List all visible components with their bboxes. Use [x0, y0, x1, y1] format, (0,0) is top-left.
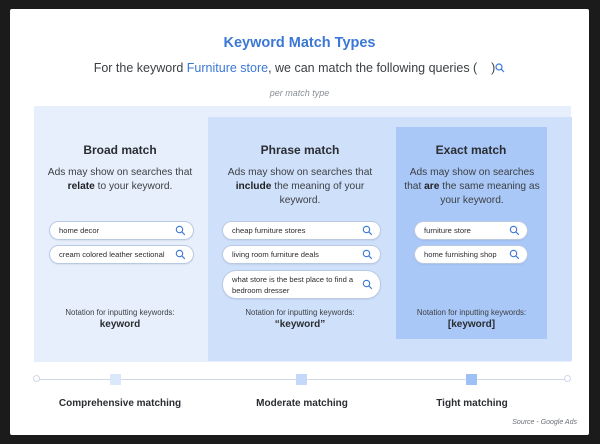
scale-marker-tight [466, 374, 477, 385]
query-text: cheap furniture stores [232, 226, 306, 235]
scale-marker-moderate [296, 374, 307, 385]
broad-match-heading: Broad match [83, 143, 157, 157]
query-pill: cream colored leather sectional [50, 246, 193, 263]
query-pill: cheap furniture stores [223, 222, 380, 239]
desc-text: Ads may show on searches that [404, 167, 535, 192]
desc-emphasis: are [424, 181, 440, 192]
broad-match-description: Ads may show on searches that relate to … [44, 166, 196, 194]
subtitle-suffix: , we can match the following queries ( [268, 61, 478, 75]
query-pill: home furnishing shop [415, 246, 527, 263]
search-icon [362, 225, 373, 236]
exact-match-description: Ads may show on searches that are the sa… [402, 166, 542, 208]
desc-text: the same meaning as your keyword. [440, 181, 540, 206]
desc-emphasis: include [235, 181, 272, 192]
source-caption: Source - Google Ads [512, 419, 577, 426]
query-pill: home decor [50, 222, 193, 239]
search-icon [509, 225, 520, 236]
query-text: home decor [59, 226, 100, 235]
query-text: furniture store [424, 226, 471, 235]
phrase-match-heading: Phrase match [260, 143, 340, 157]
notation-value: keyword [99, 319, 141, 330]
scale-label-tight: Tight matching [436, 398, 508, 409]
query-text: living room furniture deals [232, 250, 319, 259]
search-icon [362, 249, 373, 260]
notation-label: Notation for inputting keywords: [416, 308, 527, 317]
notation-value: “keyword” [274, 319, 326, 330]
scale-start-dot [33, 375, 40, 382]
query-text: cream colored leather sectional [59, 250, 165, 259]
query-pill: furniture store [415, 222, 527, 239]
keyword-text: Furniture store [186, 61, 269, 75]
scale-label-comprehensive: Comprehensive matching [58, 398, 182, 409]
scale-end-dot [564, 375, 571, 382]
subtitle-prefix: For the keyword [93, 61, 184, 75]
query-text: home furnishing shop [424, 250, 497, 259]
exact-match-heading: Exact match [435, 143, 507, 157]
search-icon [495, 62, 505, 73]
desc-text: to your keyword. [97, 181, 173, 192]
search-icon [509, 249, 520, 260]
search-icon [175, 249, 186, 260]
subtitle-close: ) [491, 61, 496, 75]
desc-text: the meaning of your keyword. [274, 181, 365, 206]
per-match-caption: per match type [269, 88, 330, 98]
search-icon [362, 279, 373, 290]
subtitle: For the keyword Furniture store, we can … [10, 61, 589, 75]
infographic-card: Keyword Match Types For the keyword Furn… [10, 9, 589, 435]
notation-label: Notation for inputting keywords: [245, 308, 355, 317]
desc-emphasis: relate [67, 181, 95, 192]
scale-label-moderate: Moderate matching [256, 398, 348, 409]
page-title: Keyword Match Types [223, 35, 376, 51]
query-pill: living room furniture deals [223, 246, 380, 263]
search-icon [175, 225, 186, 236]
desc-text: Ads may show on searches that [227, 167, 373, 178]
phrase-match-description: Ads may show on searches that include th… [226, 166, 374, 208]
notation-label: Notation for inputting keywords: [65, 308, 175, 317]
query-pill: what store is the best place to find a b… [223, 271, 380, 298]
desc-text: Ads may show on searches that [47, 167, 193, 178]
scale-marker-comprehensive [110, 374, 121, 385]
notation-value: [keyword] [447, 319, 496, 330]
query-text: what store is the best place to find a b… [232, 275, 354, 295]
